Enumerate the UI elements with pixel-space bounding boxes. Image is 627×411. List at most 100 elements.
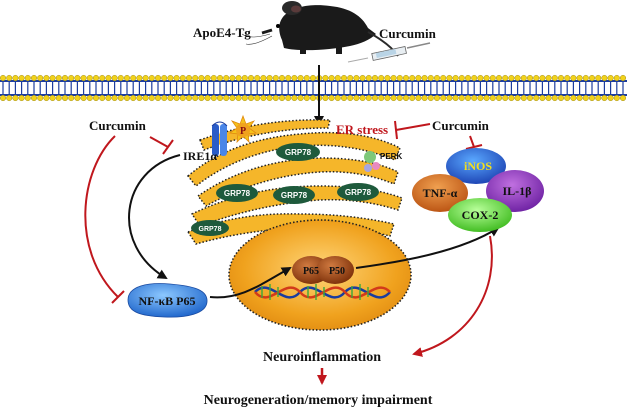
- lipid-head: [440, 74, 447, 81]
- lipid-head: [372, 74, 379, 81]
- lipid-head: [142, 74, 149, 81]
- lipid-head: [279, 94, 286, 101]
- lipid-head: [111, 94, 118, 101]
- lipid-head: [347, 94, 354, 101]
- lipid-head: [198, 94, 205, 101]
- lipid-head: [297, 94, 304, 101]
- lipid-head: [545, 74, 552, 81]
- lipid-head: [260, 74, 267, 81]
- svg-text:GRP78: GRP78: [199, 226, 222, 233]
- lipid-head: [148, 74, 155, 81]
- lipid-head: [527, 94, 534, 101]
- lipid-head: [247, 74, 254, 81]
- perk-icon: [364, 151, 380, 172]
- lipid-head: [297, 74, 304, 81]
- svg-text:P: P: [240, 126, 246, 137]
- lipid-head: [179, 94, 186, 101]
- lipid-head: [341, 94, 348, 101]
- grp78-protein: GRP78: [216, 184, 258, 202]
- lipid-head: [582, 94, 589, 101]
- lipid-head: [142, 94, 149, 101]
- lipid-head: [514, 74, 521, 81]
- lipid-head: [434, 74, 441, 81]
- lipid-head: [409, 94, 416, 101]
- lipid-head: [223, 74, 230, 81]
- lipid-head: [247, 94, 254, 101]
- lipid-head: [570, 74, 577, 81]
- grp78-protein: GRP78: [191, 220, 229, 236]
- lipid-head: [24, 74, 31, 81]
- lipid-head: [235, 74, 242, 81]
- lipid-head: [185, 94, 192, 101]
- lipid-head: [483, 94, 490, 101]
- lipid-head: [272, 74, 279, 81]
- lipid-head: [533, 94, 540, 101]
- lipid-head: [620, 94, 627, 101]
- lipid-head: [49, 94, 56, 101]
- lipid-head: [123, 74, 130, 81]
- lipid-head: [520, 74, 527, 81]
- lipid-head: [31, 94, 38, 101]
- lipid-head: [0, 74, 6, 81]
- lipid-head: [310, 74, 317, 81]
- curcumin-left-label: Curcumin: [89, 118, 147, 133]
- lipid-head: [31, 74, 38, 81]
- lipid-head: [564, 94, 571, 101]
- svg-text:GRP78: GRP78: [345, 188, 372, 197]
- lipid-head: [359, 74, 366, 81]
- lipid-head: [452, 94, 459, 101]
- ire1a-label: IRE1α: [183, 149, 217, 163]
- lipid-head: [527, 74, 534, 81]
- lipid-head: [24, 94, 31, 101]
- lipid-head: [551, 94, 558, 101]
- lipid-head: [390, 94, 397, 101]
- lipid-head: [471, 74, 478, 81]
- lipid-head: [508, 74, 515, 81]
- lipid-head: [0, 94, 6, 101]
- lipid-head: [229, 94, 236, 101]
- lipid-head: [167, 74, 174, 81]
- lipid-head: [12, 94, 19, 101]
- lipid-head: [210, 74, 217, 81]
- cytokine-cluster: iNOS TNF-α IL-1β COX-2: [412, 148, 544, 232]
- neuroinflammation-label: Neuroinflammation: [263, 350, 381, 365]
- lipid-head: [489, 74, 496, 81]
- lipid-head: [216, 94, 223, 101]
- lipid-head: [403, 74, 410, 81]
- lipid-head: [427, 74, 434, 81]
- lipid-head: [607, 94, 614, 101]
- lipid-head: [434, 94, 441, 101]
- lipid-head: [74, 74, 81, 81]
- lipid-head: [465, 94, 472, 101]
- lipid-head: [427, 94, 434, 101]
- lipid-head: [551, 74, 558, 81]
- lipid-head: [260, 94, 267, 101]
- final-outcome-label: Neurogeneration/memory impairment: [204, 393, 433, 408]
- lipid-head: [384, 94, 391, 101]
- lipid-head: [192, 94, 199, 101]
- lipid-head: [440, 94, 447, 101]
- lipid-head: [409, 74, 416, 81]
- lipid-head: [123, 94, 130, 101]
- lipid-head: [148, 94, 155, 101]
- perk-label: PERK: [380, 152, 402, 161]
- lipid-head: [179, 74, 186, 81]
- lipid-head: [396, 74, 403, 81]
- lipid-head: [446, 94, 453, 101]
- lipid-head: [533, 74, 540, 81]
- syringe-icon: [347, 42, 431, 63]
- lipid-head: [589, 94, 596, 101]
- lipid-head: [607, 74, 614, 81]
- lipid-head: [80, 74, 87, 81]
- lipid-head: [49, 74, 56, 81]
- lipid-head: [105, 74, 112, 81]
- ire1a-receptor-icon: [211, 121, 228, 156]
- lipid-head: [620, 74, 627, 81]
- lipid-head: [421, 94, 428, 101]
- lipid-head: [496, 74, 503, 81]
- nfkb-label: NF-κB P65: [139, 294, 196, 308]
- lipid-head: [421, 74, 428, 81]
- lipid-head: [545, 94, 552, 101]
- lipid-head: [595, 94, 602, 101]
- lipid-head: [558, 74, 565, 81]
